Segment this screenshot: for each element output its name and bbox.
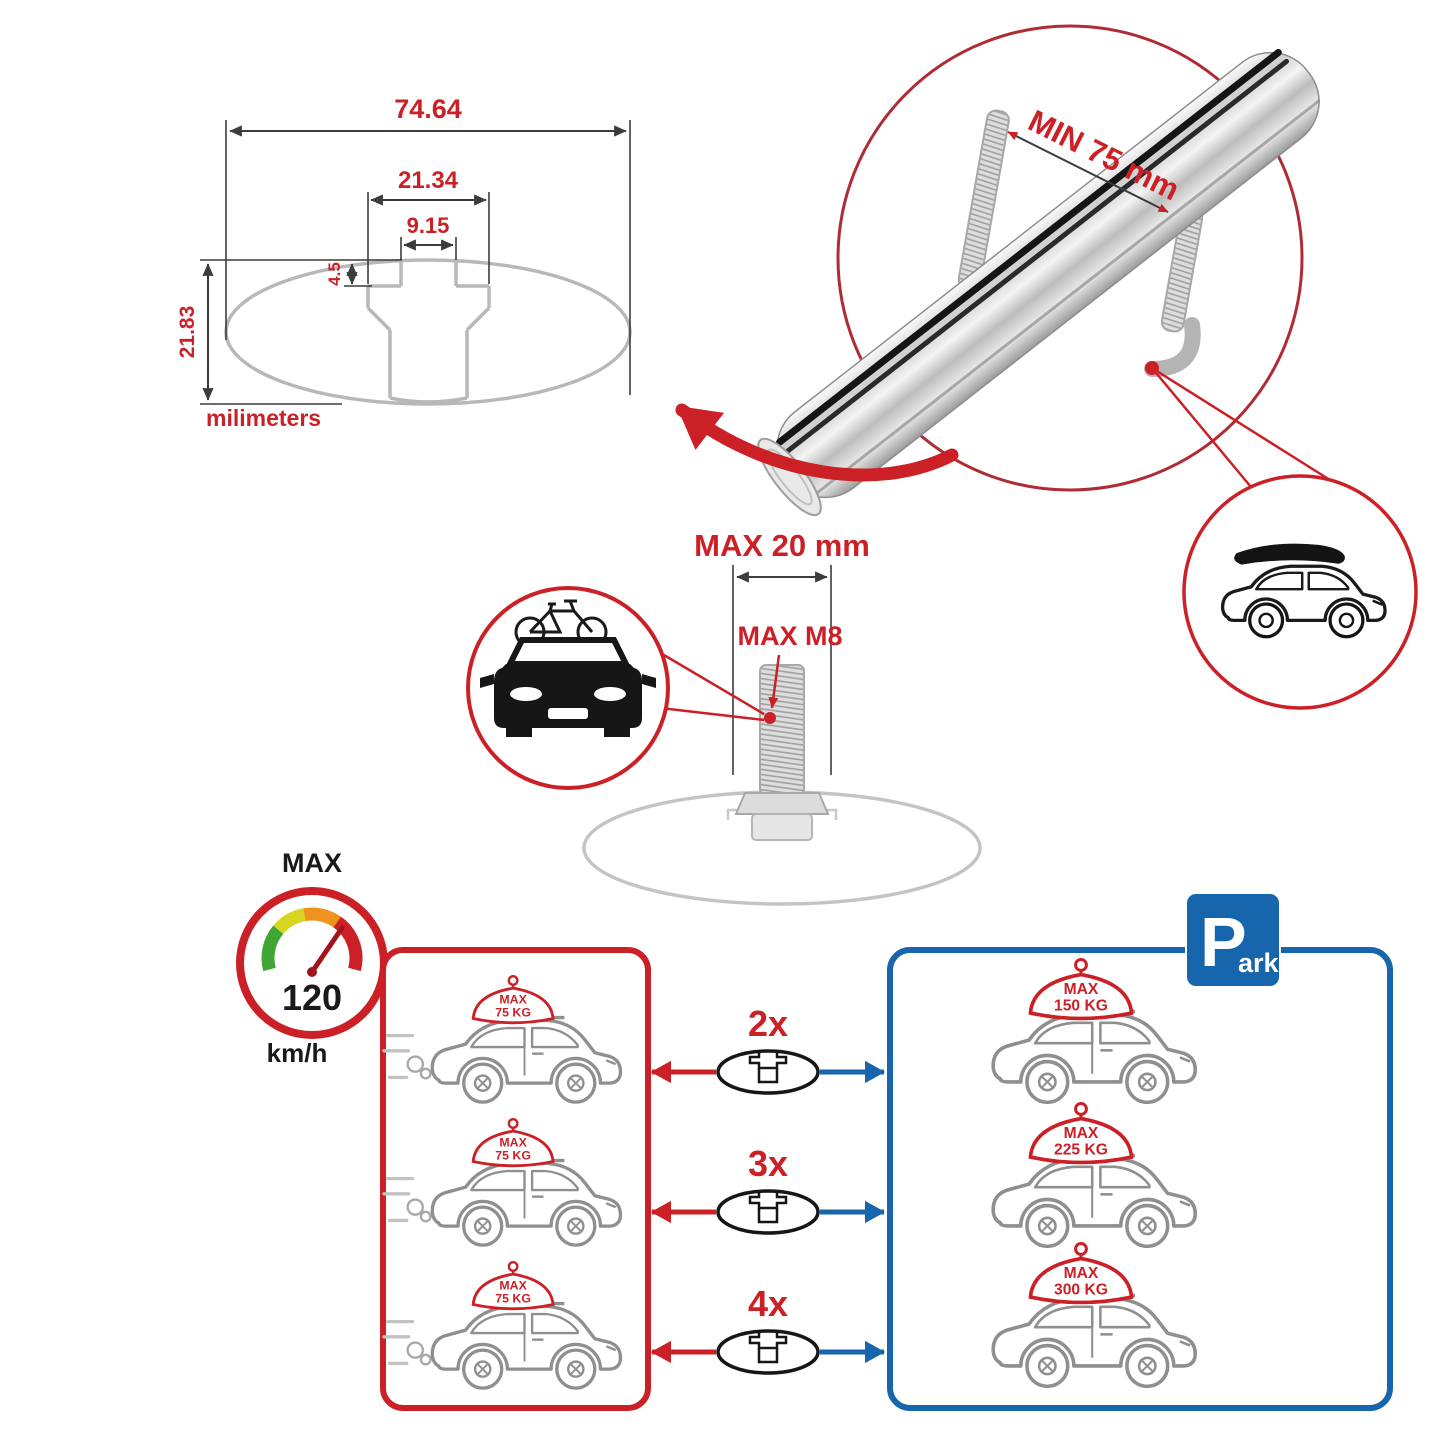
load-max-label: MAX: [499, 1135, 527, 1149]
driving-limit-panel: MAX 75 KG MAX 75 KG MAX 75: [380, 947, 651, 1411]
load-max-label: MAX: [1064, 1125, 1099, 1142]
car-with-roof-load: MAX 75 KG: [382, 1260, 623, 1390]
crossbar-detail-circle: MIN 75 mm: [757, 24, 1321, 517]
bolt-diagram: MAX 20 mm MAX M8: [582, 528, 982, 906]
load-weight-label: 75 KG: [495, 1292, 531, 1306]
load-max-label: MAX: [499, 1278, 527, 1292]
thread-point-dot: [764, 712, 776, 724]
load-weight-label: 225 KG: [1054, 1142, 1108, 1159]
crossbar-count-label: 3x: [748, 1143, 788, 1184]
load-weight-label: 300 KG: [1054, 1282, 1108, 1299]
dim-total-width: 74.64: [394, 94, 462, 124]
speed-value: 120: [282, 977, 342, 1018]
car-front-bike-icon: [480, 599, 656, 737]
load-weight-label: 75 KG: [495, 1149, 531, 1163]
dim-channel-width: 21.34: [398, 167, 459, 194]
connector-line: [651, 646, 765, 716]
crossbar-count-label: 2x: [748, 1003, 788, 1044]
crossbar-cross-section-diagram: 74.64 21.34 9.15 4.5 21.83 milimeters: [176, 94, 632, 431]
park-sign: P ark: [1185, 892, 1281, 988]
load-weight-label: 150 KG: [1054, 998, 1108, 1015]
car-with-roof-load: MAX 75 KG: [382, 974, 623, 1104]
dim-slot-depth: 4.5: [325, 262, 344, 286]
load-max-label: MAX: [1064, 981, 1099, 998]
crossbar-profile-icon: [716, 1189, 820, 1235]
clamp-hook-icon: [1144, 317, 1201, 377]
units-label: milimeters: [206, 405, 321, 431]
park-sign-text: ark: [1238, 948, 1280, 978]
car-with-roof-load: MAX 150 KG: [991, 957, 1198, 1105]
car-with-roof-load: MAX 75 KG: [382, 1117, 623, 1247]
crossbar-profile-icon: [716, 1049, 820, 1095]
roofbox-car-circle: [1182, 474, 1418, 710]
load-max-label: MAX: [1064, 1265, 1099, 1282]
car-with-roof-load: MAX 300 KG: [991, 1241, 1198, 1389]
gauge-needle: [309, 925, 345, 975]
crossbar-profile-icon: [716, 1329, 820, 1375]
dim-total-height: 21.83: [176, 306, 199, 359]
max-bolt-length-label: MAX 20 mm: [694, 528, 870, 563]
parked-capacity-panel: MAX 150 KG MAX 225 KG MAX: [887, 892, 1393, 1411]
speed-max-label: MAX: [282, 848, 342, 878]
dim-slot-width: 9.15: [407, 213, 450, 238]
gauge-arc: [261, 907, 363, 972]
suv-with-roofbox-icon: [1221, 543, 1387, 639]
speed-units: km/h: [267, 1038, 328, 1068]
section-pointer-arrow: [675, 403, 959, 482]
car-with-roof-load: MAX 225 KG: [991, 1101, 1198, 1249]
max-thread-label: MAX M8: [737, 621, 842, 651]
crossbar-count-row: 3x: [650, 1143, 886, 1235]
park-sign-letter: P: [1200, 903, 1247, 981]
crossbar-count-row: 4x: [650, 1283, 886, 1375]
bike-car-circle: [466, 586, 670, 790]
crossbar-count-label: 4x: [748, 1283, 788, 1324]
crossbar-count-row: 2x: [650, 1003, 886, 1095]
connector-line: [1151, 366, 1331, 482]
load-weight-label: 75 KG: [495, 1006, 531, 1020]
speed-gauge: MAX 120 km/h: [236, 848, 388, 1068]
load-max-label: MAX: [499, 992, 527, 1006]
connector-line: [1151, 367, 1252, 488]
